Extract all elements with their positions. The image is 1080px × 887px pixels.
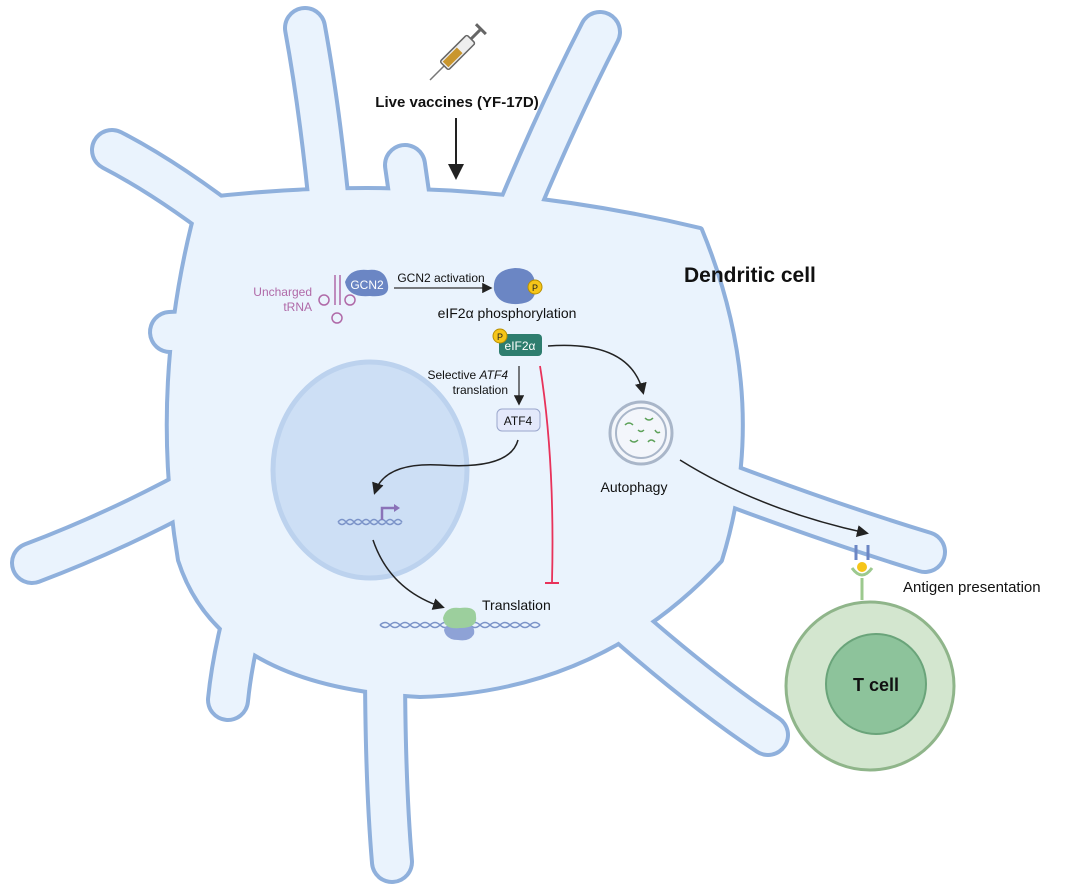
autophagosome-icon (608, 400, 674, 466)
nucleus-to-ribosome-arrow (372, 539, 445, 610)
autophagy-to-antigen-arrow (679, 459, 869, 537)
gcn2-label: GCN2 (350, 278, 384, 292)
atf4-box (496, 408, 541, 432)
dendritic-cell-label: Dendritic cell (684, 264, 816, 287)
gcn2-activation-label: GCN2 activation (397, 271, 484, 285)
trna-icon (318, 275, 356, 324)
phospho-label: P (532, 283, 538, 293)
eif2a-phosphorylation-label: eIF2α phosphorylation (438, 305, 577, 321)
antigen-presentation-label: Antigen presentation (903, 579, 1041, 596)
t-cell-label: T cell (853, 675, 899, 695)
selective-label: Selective ATF4 (428, 368, 509, 382)
receptor-icon (850, 545, 874, 600)
eif2a-box (499, 334, 542, 356)
eif2a-label: eIF2α (505, 339, 536, 353)
phospho-badge (492, 328, 508, 344)
phospho-label: P (497, 332, 503, 342)
t-cell-nucleus (825, 633, 927, 735)
vaccine-label: Live vaccines (YF-17D) (375, 94, 538, 111)
eif2-complex (493, 268, 536, 305)
promoter-arrowhead (394, 504, 400, 512)
phospho-badge (527, 279, 543, 295)
inhibition-line (539, 365, 554, 583)
dna-icon (337, 518, 403, 526)
translation-label: Translation (482, 597, 551, 613)
ribosome-large-subunit (443, 607, 477, 629)
dendritic-cell-body (10, 6, 947, 884)
atf4-to-nucleus-arrow (372, 439, 519, 495)
trna-label-2: tRNA (283, 300, 312, 314)
atf4-label: ATF4 (504, 414, 533, 428)
autophagy-label: Autophagy (601, 479, 668, 495)
syringe-icon (429, 23, 487, 81)
nucleus (270, 359, 470, 581)
gcn2-protein (345, 269, 389, 297)
trna-label-1: Uncharged (253, 285, 312, 299)
eif2a-to-autophagy-arrow (547, 344, 647, 395)
translation-sub-label: translation (453, 383, 508, 397)
promoter-arrow-icon (380, 506, 396, 520)
